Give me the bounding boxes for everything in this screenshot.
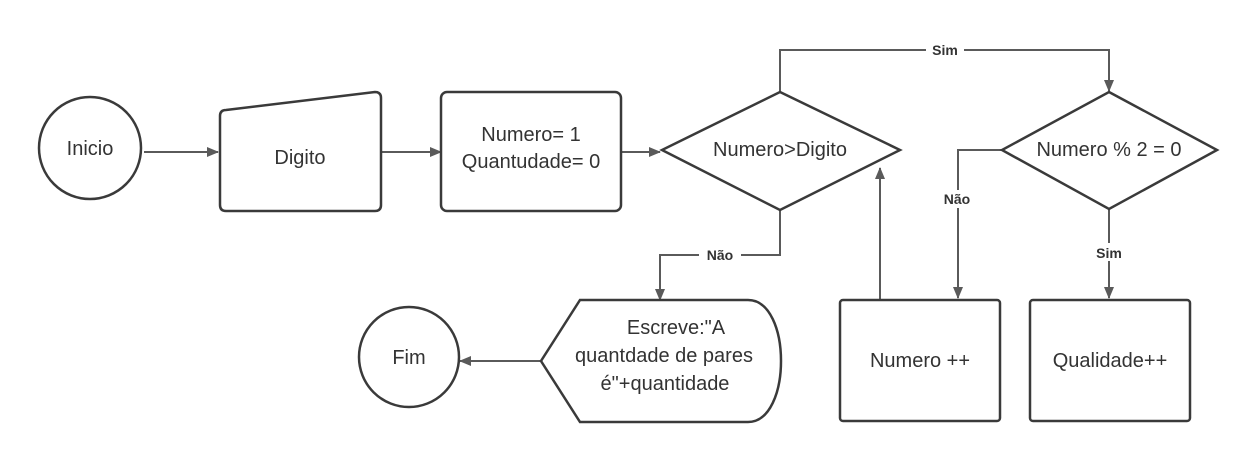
node-digito-manual-input: Digito [218, 90, 383, 213]
edge-labels: Sim Não Não Sim [699, 41, 1127, 264]
node-inicio: Inicio [37, 95, 143, 201]
edge-label-cond1-yes: Sim [932, 42, 958, 58]
node-cond1-decision: Numero>Digito [659, 90, 903, 212]
output-line1: Escreve:"A [627, 317, 726, 339]
cond2-label: Numero % 2 = 0 [1036, 139, 1181, 161]
edge-cond2-no-to-inc-numero [953, 149, 1002, 299]
edge-label-cond2-no: Não [944, 191, 970, 207]
node-init-process: Numero= 1 Quantudade= 0 [439, 90, 623, 213]
fim-label: Fim [392, 347, 425, 369]
init-line2: Quantudade= 0 [462, 151, 600, 173]
node-inc-numero: Numero ++ [838, 298, 1002, 423]
inc-qualidade-label: Qualidade++ [1053, 350, 1168, 372]
digito-label: Digito [274, 147, 325, 169]
cond1-label: Numero>Digito [713, 139, 847, 161]
node-output-display: Escreve:"A quantdade de pares é"+quantid… [539, 298, 783, 424]
node-fim: Fim [357, 305, 461, 409]
output-line2: quantdade de pares [575, 345, 753, 367]
init-line1: Numero= 1 [481, 124, 581, 146]
edge-label-cond2-yes: Sim [1096, 245, 1122, 261]
edge-label-cond1-no: Não [707, 247, 733, 263]
inicio-label: Inicio [67, 138, 114, 160]
node-cond2-decision: Numero % 2 = 0 [999, 90, 1220, 211]
node-inc-qualidade: Qualidade++ [1028, 298, 1192, 423]
output-line3: é"+quantidade [601, 373, 730, 395]
inc-numero-label: Numero ++ [870, 350, 970, 372]
